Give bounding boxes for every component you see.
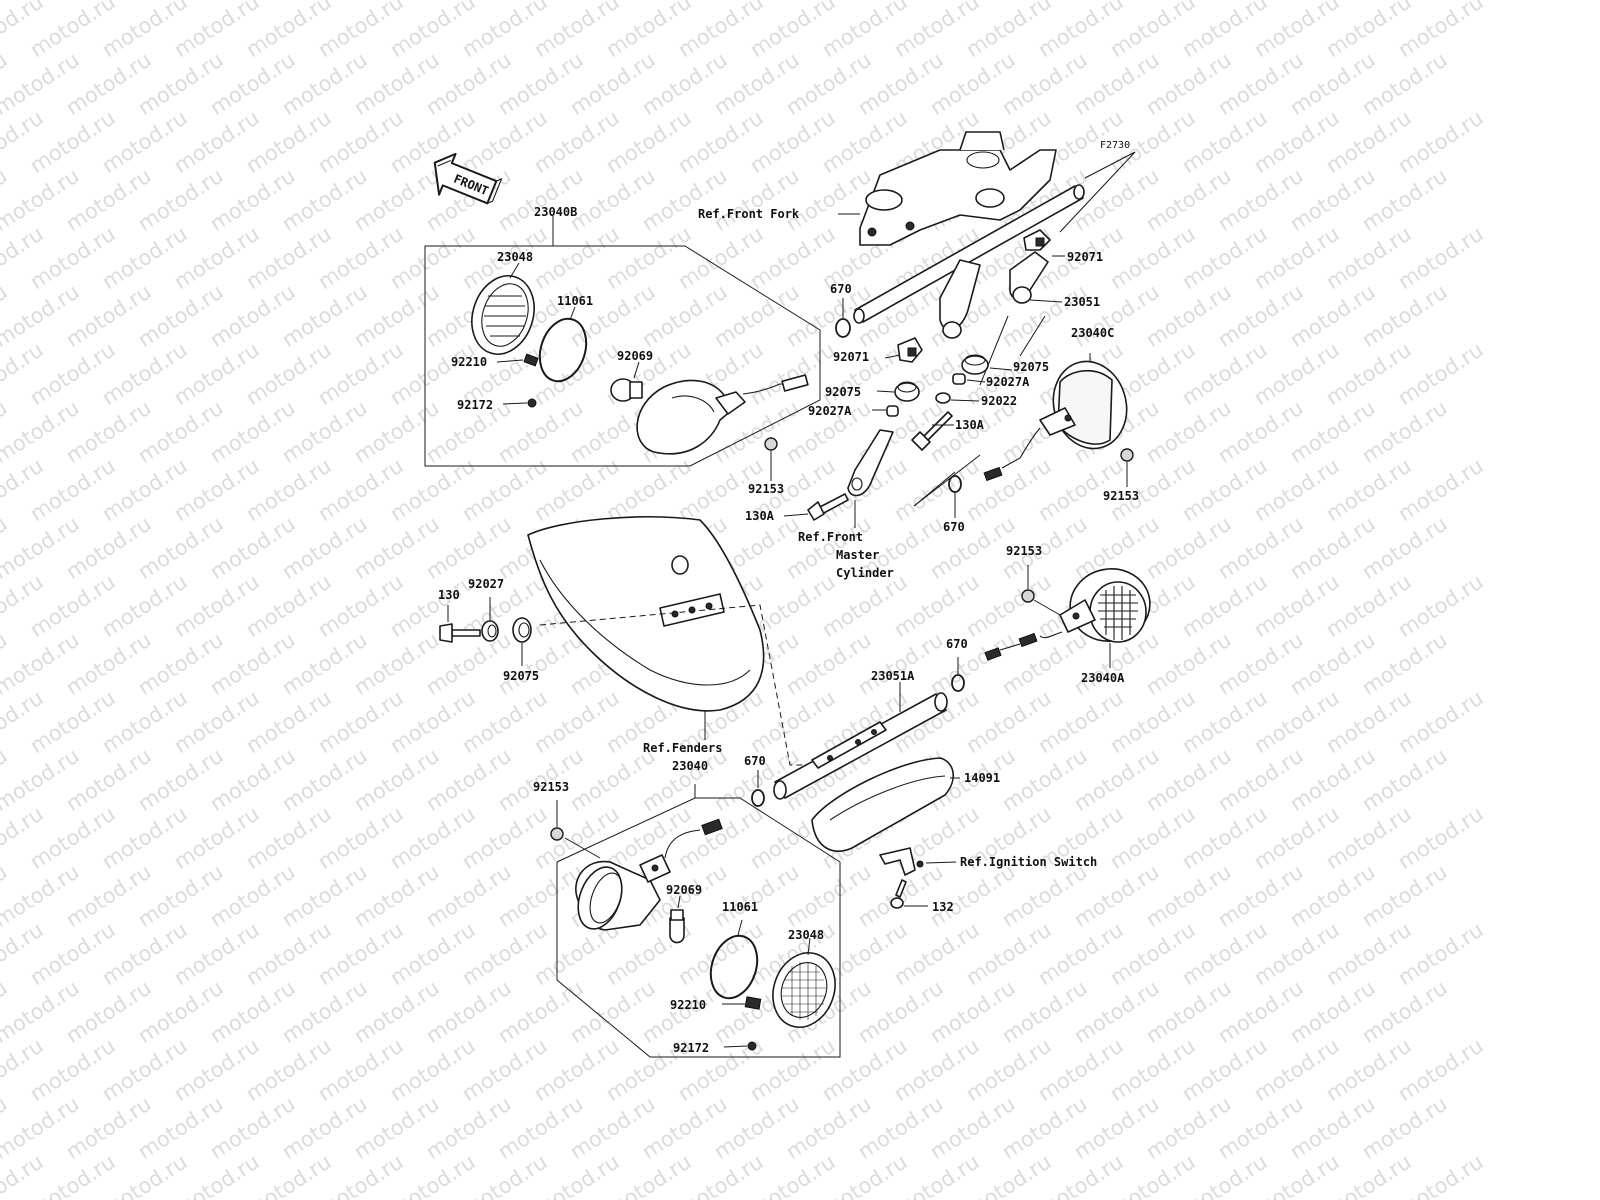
front-arrow-icon: FRONT — [433, 152, 503, 205]
label-92210-bottom: 92210 — [670, 998, 706, 1012]
label-92071-right: 92071 — [1067, 250, 1103, 264]
label-132: 132 — [932, 900, 954, 914]
nut-92153-right — [1120, 448, 1134, 462]
label-92153-right: 92153 — [1103, 489, 1139, 503]
cover-14091 — [811, 757, 954, 852]
label-130A-left: 130A — [745, 509, 775, 523]
bulb-92069-bottom — [669, 909, 685, 944]
label-92153-topleft: 92153 — [748, 482, 784, 496]
label-670-lower: 670 — [946, 637, 968, 651]
assembly-23040B — [424, 216, 821, 481]
grommet-92075-right — [961, 354, 989, 375]
grommet-92075-fender — [512, 617, 532, 643]
label-ref-fenders: Ref.Fenders — [643, 741, 722, 755]
clip-92210-bottom — [744, 996, 762, 1010]
label-23040: 23040 — [672, 759, 708, 773]
label-92172-bottom: 92172 — [673, 1041, 709, 1055]
label-23040B: 23040B — [534, 205, 577, 219]
housing-23040C — [983, 360, 1128, 482]
oring-670-lower — [951, 674, 965, 692]
label-92075-fender: 92075 — [503, 669, 539, 683]
ring-11061-top — [538, 317, 588, 383]
nut-92153-topleft — [764, 437, 778, 451]
ring-11061-bottom — [709, 934, 759, 1000]
label-ref-front-master-2: Master — [836, 548, 879, 562]
housing-23040B — [636, 374, 809, 455]
label-11061-top: 11061 — [557, 294, 593, 308]
label-23040A: 23040A — [1081, 671, 1125, 685]
part-labels: F2730 23040B 23048 11061 92210 92172 920… — [438, 140, 1139, 1055]
label-92071-left: 92071 — [833, 350, 869, 364]
watermark-text: motod.ru — [1394, 1150, 1488, 1200]
front-fender-ref — [527, 516, 765, 712]
label-23048-top: 23048 — [497, 250, 533, 264]
screw-132 — [890, 879, 907, 909]
label-670-bottom: 670 — [744, 754, 766, 768]
collar-92027 — [481, 620, 499, 642]
assembly-23040 — [556, 784, 841, 1058]
housing-23040A — [984, 568, 1151, 661]
bracket-23051 — [853, 184, 1085, 339]
housing-23040 — [575, 818, 723, 931]
label-92210-top: 92210 — [451, 355, 487, 369]
figure-code: F2730 — [1100, 140, 1130, 151]
label-92027: 92027 — [468, 577, 504, 591]
label-670-top: 670 — [830, 282, 852, 296]
bolt-130A-left — [807, 493, 849, 521]
nut-92153-bottom — [550, 827, 564, 841]
oring-670-bottom — [751, 789, 765, 807]
screw-92172-top — [527, 398, 537, 408]
bolt-130A-right — [911, 411, 953, 451]
label-11061-bottom: 11061 — [722, 900, 758, 914]
nut-92153-mid — [1021, 589, 1035, 603]
bulb-92069-top — [610, 378, 643, 402]
label-92075-right: 92075 — [1013, 360, 1049, 374]
label-92153-mid: 92153 — [1006, 544, 1042, 558]
label-92027A-right: 92027A — [986, 375, 1030, 389]
oring-670-top — [835, 318, 851, 338]
front-fork-ref — [859, 131, 1057, 246]
label-92172-top: 92172 — [457, 398, 493, 412]
label-23051: 23051 — [1064, 295, 1100, 309]
label-ref-ignition: Ref.Ignition Switch — [960, 855, 1097, 869]
tube-23051A — [773, 692, 948, 800]
label-23040C: 23040C — [1071, 326, 1114, 340]
label-130: 130 — [438, 588, 460, 602]
label-92022: 92022 — [981, 394, 1017, 408]
washer-92022 — [935, 392, 951, 404]
collar-92027A-right — [952, 373, 966, 385]
label-92027A-left: 92027A — [808, 404, 852, 418]
clamp-92071-left — [897, 337, 923, 363]
screw-92172-bottom — [747, 1041, 757, 1051]
clamp-92071-right — [1023, 229, 1051, 251]
label-92069-bottom: 92069 — [666, 883, 702, 897]
clip-92210-top — [523, 353, 539, 367]
label-ref-front-master: Ref.Front — [798, 530, 863, 544]
label-92075-left: 92075 — [825, 385, 861, 399]
label-92153-bottom: 92153 — [533, 780, 569, 794]
bolt-130 — [439, 623, 481, 643]
label-130A-right: 130A — [955, 418, 985, 432]
lens-23048-bottom — [772, 952, 836, 1028]
label-23051A: 23051A — [871, 669, 915, 683]
label-92069-top: 92069 — [617, 349, 653, 363]
label-14091: 14091 — [964, 771, 1000, 785]
label-23048-bottom: 23048 — [788, 928, 824, 942]
collar-92027A-left — [886, 405, 899, 417]
label-ref-front-master-3: Cylinder — [836, 566, 894, 580]
label-ref-front-fork: Ref.Front Fork — [698, 207, 800, 221]
master-cylinder-bracket — [847, 429, 894, 497]
grommet-92075-left — [894, 381, 920, 402]
lens-23048-top — [471, 275, 535, 355]
ignition-bracket — [879, 847, 924, 876]
label-670-mid: 670 — [943, 520, 965, 534]
